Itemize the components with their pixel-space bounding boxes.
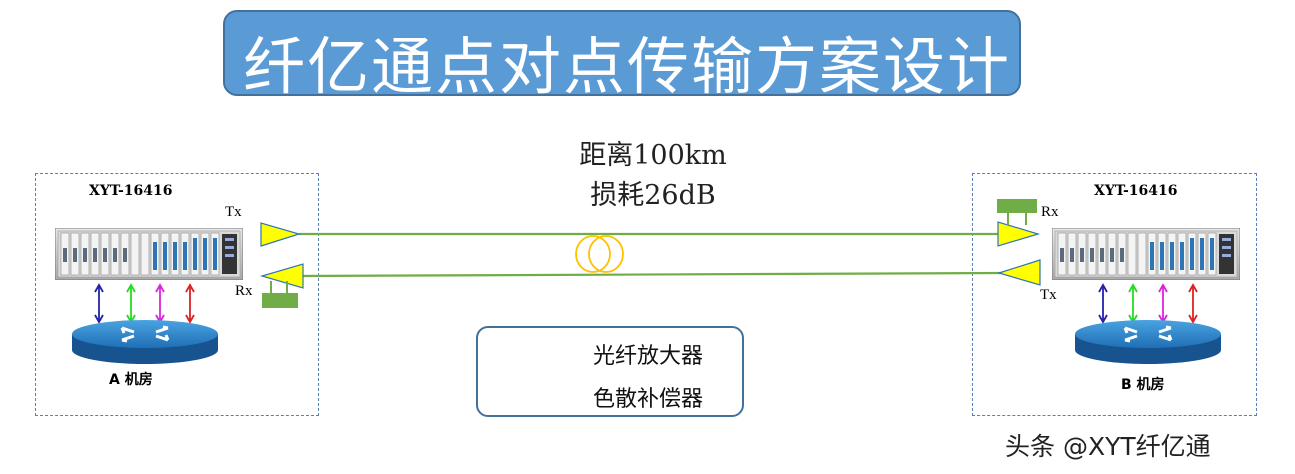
link-distance: 距离100km [579,140,727,171]
amplifier-a-rx-icon [259,263,304,289]
title-banner: 纤亿通点对点传输方案设计 [223,10,1021,103]
compensator-b-icon [997,199,1037,225]
site-b-tx-label: Tx [1040,287,1057,303]
amplifier-b-tx-icon [996,259,1041,286]
chassis-a-icon [55,228,243,280]
compensator-a-icon [262,281,298,308]
double-arrow-icon-group-b [1098,283,1198,324]
site-a-box [35,173,319,416]
router-a-icon [72,320,218,366]
site-b-box [972,173,1257,416]
chassis-b-icon [1052,228,1240,280]
site-b-rx-label: Rx [1041,204,1059,220]
double-arrow-icon-group-a [94,283,195,324]
legend-amplifier-label: 光纤放大器 [593,344,704,369]
legend-box [476,326,744,417]
site-a-rx-label: Rx [235,283,253,299]
fiber-coil-icon [575,235,624,273]
site-b-model: XYT-16416 [1094,183,1178,199]
fiber-lower [297,271,1005,278]
page-title: 纤亿通点对点传输方案设计 [243,30,1012,103]
amplifier-b-rx-icon [997,221,1041,247]
site-a-model: XYT-16416 [89,183,173,199]
site-b-room-label: B 机房 [1121,377,1165,393]
router-b-icon [1075,320,1221,366]
site-a-tx-label: Tx [225,204,242,220]
site-a-room-label: A 机房 [109,372,153,388]
watermark: 头条 @XYT纤亿通 [1005,432,1211,461]
link-loss: 损耗26dB [590,180,716,211]
amplifier-a-tx-icon [260,222,302,247]
legend-compensator-label: 色散补偿器 [593,387,704,412]
